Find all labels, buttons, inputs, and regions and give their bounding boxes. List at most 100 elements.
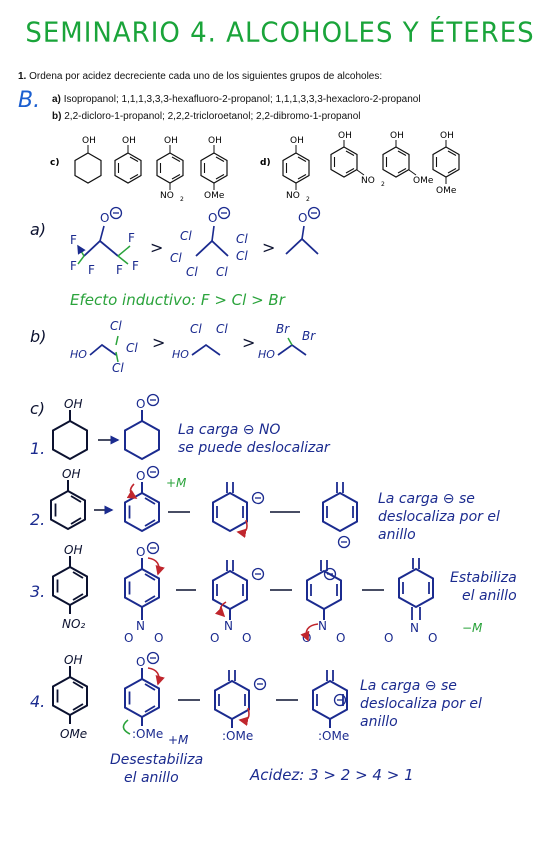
svg-text:O: O xyxy=(136,469,145,483)
svg-text:Cl: Cl xyxy=(126,341,138,355)
no2-label-d1: NO xyxy=(286,191,300,201)
row-3-number: 3. xyxy=(30,582,45,601)
note-3-line-2: el anillo xyxy=(462,588,517,604)
svg-text:O: O xyxy=(124,631,133,645)
svg-text:Cl: Cl xyxy=(190,322,202,336)
note-1-line-1: La carga ⊖ NO xyxy=(178,422,280,438)
svg-text:O: O xyxy=(154,631,163,645)
item-a-text: Isopropanol; 1,1,1,3,3,3-hexafluoro-2-pr… xyxy=(63,94,421,105)
svg-text:N: N xyxy=(224,619,233,633)
svg-text:OMe: OMe xyxy=(60,727,87,741)
svg-text:OH: OH xyxy=(64,653,82,667)
svg-text:F: F xyxy=(128,231,135,245)
ome-label-d4: OMe xyxy=(436,186,457,196)
oh-label-d1: OH xyxy=(290,136,304,146)
row-2-plus-m: +M xyxy=(166,476,187,490)
row-2-phenol: 2. OH O +M La carga ⊖ se deslocaliza por… xyxy=(30,465,500,549)
row-1-number: 1. xyxy=(30,439,45,458)
note-4-line-3: anillo xyxy=(360,714,398,730)
row-3-minus-m: −M xyxy=(462,621,483,635)
svg-text::OMe: :OMe xyxy=(222,729,253,743)
gt-sign-a1: > xyxy=(150,238,163,257)
svg-text::OMe: :OMe xyxy=(318,729,349,743)
no2-subscript-c3: 2 xyxy=(180,196,184,203)
svg-text:F: F xyxy=(70,233,77,247)
svg-text:O: O xyxy=(428,631,437,645)
answer-a: a) F F F F F F O > Cl Cl Cl Cl Cl Cl O >… xyxy=(30,206,321,279)
row-1-cyclohexanol: 1. OH O La carga ⊖ NO se puede deslocali… xyxy=(30,393,331,460)
svg-text:NO₂: NO₂ xyxy=(62,617,85,631)
svg-text::OMe: :OMe xyxy=(132,727,163,741)
inductive-effect-note: Efecto inductivo: F > Cl > Br xyxy=(70,291,286,309)
destabilize-line-2: el anillo xyxy=(124,770,179,786)
gt-sign-b1: > xyxy=(152,333,165,352)
answer-a-label: a) xyxy=(30,220,46,239)
svg-text:O: O xyxy=(136,655,145,669)
svg-text:O: O xyxy=(136,397,145,411)
oh-label-d2: OH xyxy=(338,131,352,141)
svg-text:Br: Br xyxy=(276,322,290,336)
svg-text:O: O xyxy=(242,631,251,645)
question-item-b: b) 2,2-dicloro-1-propanol; 2,2,2-triclor… xyxy=(52,111,361,122)
svg-text:N: N xyxy=(410,621,419,635)
svg-text:O: O xyxy=(136,545,145,559)
question-item-a: a) Isopropanol; 1,1,1,3,3,3-hexafluoro-2… xyxy=(52,94,421,105)
answer-b-label: b) xyxy=(30,327,46,346)
note-2-line-3: anillo xyxy=(378,527,416,543)
acidity-order: Acidez: 3 > 2 > 4 > 1 xyxy=(249,766,414,784)
item-b-text: 2,2-dicloro-1-propanol; 2,2,2-tricloroet… xyxy=(64,111,361,122)
ome-label-c4: OMe xyxy=(204,191,225,201)
no2-subscript-d2: 2 xyxy=(381,181,385,188)
row-4-number: 4. xyxy=(30,692,45,711)
printed-structures: c) OH OH OH NO 2 OH OMe d) OH NO 2 OH NO… xyxy=(50,131,460,203)
svg-text:Cl: Cl xyxy=(110,319,122,333)
svg-text:Cl: Cl xyxy=(186,265,198,279)
svg-text:N: N xyxy=(136,619,145,633)
svg-text:O: O xyxy=(298,211,307,225)
svg-text:Cl: Cl xyxy=(216,322,228,336)
svg-text:Cl: Cl xyxy=(180,229,192,243)
note-2-line-2: deslocaliza por el xyxy=(378,509,500,525)
oh-label-d3: OH xyxy=(390,131,404,141)
no2-label-d2: NO xyxy=(361,176,375,186)
destabilize-line-1: Desestabiliza xyxy=(110,752,203,768)
svg-text:O: O xyxy=(100,211,109,225)
svg-text:F: F xyxy=(88,263,95,277)
item-c-letter: c) xyxy=(50,158,59,168)
item-b-letter: b) xyxy=(52,111,62,122)
svg-text:Cl: Cl xyxy=(236,249,248,263)
svg-text:F: F xyxy=(70,259,77,273)
svg-text:HO: HO xyxy=(258,348,275,361)
svg-text:OH: OH xyxy=(62,467,80,481)
gt-sign-b2: > xyxy=(242,333,255,352)
note-4-line-1: La carga ⊖ se xyxy=(360,678,457,694)
item-a-letter: a) xyxy=(52,94,61,105)
svg-text:OH: OH xyxy=(64,397,82,411)
svg-text:O: O xyxy=(208,211,217,225)
svg-text:F: F xyxy=(132,259,139,273)
question-heading: 1. Ordena por acidez decreciente cada un… xyxy=(18,71,382,82)
note-1-line-2: se puede deslocalizar xyxy=(178,440,331,456)
no2-label-c3: NO xyxy=(160,191,174,201)
item-d-letter: d) xyxy=(260,158,271,168)
svg-text:Cl: Cl xyxy=(216,265,228,279)
svg-text:OH: OH xyxy=(64,543,82,557)
oh-label-c3: OH xyxy=(164,136,178,146)
question-number: 1. xyxy=(18,71,27,82)
handwritten-mark: B. xyxy=(18,88,41,113)
svg-text:HO: HO xyxy=(172,348,189,361)
svg-text:Cl: Cl xyxy=(170,251,182,265)
row-2-number: 2. xyxy=(30,510,45,529)
no2-subscript-d1: 2 xyxy=(306,196,310,203)
gt-sign-a2: > xyxy=(262,238,275,257)
answer-b: b) HO Cl Cl Cl > HO Cl Cl > HO Br Br xyxy=(30,319,316,375)
note-4-line-2: deslocaliza por el xyxy=(360,696,482,712)
page-title: SEMINARIO 4. ALCOHOLES Y ÉTERES xyxy=(25,17,535,49)
row-4-methoxyphenol: 4. OH OMe O :OMe +M :OMe :OMe La carga ⊖… xyxy=(30,651,482,747)
oh-label-c1: OH xyxy=(82,136,96,146)
svg-text:Br: Br xyxy=(302,329,316,343)
svg-text:O: O xyxy=(210,631,219,645)
row-4-plus-m: +M xyxy=(168,733,189,747)
svg-text:Cl: Cl xyxy=(236,232,248,246)
